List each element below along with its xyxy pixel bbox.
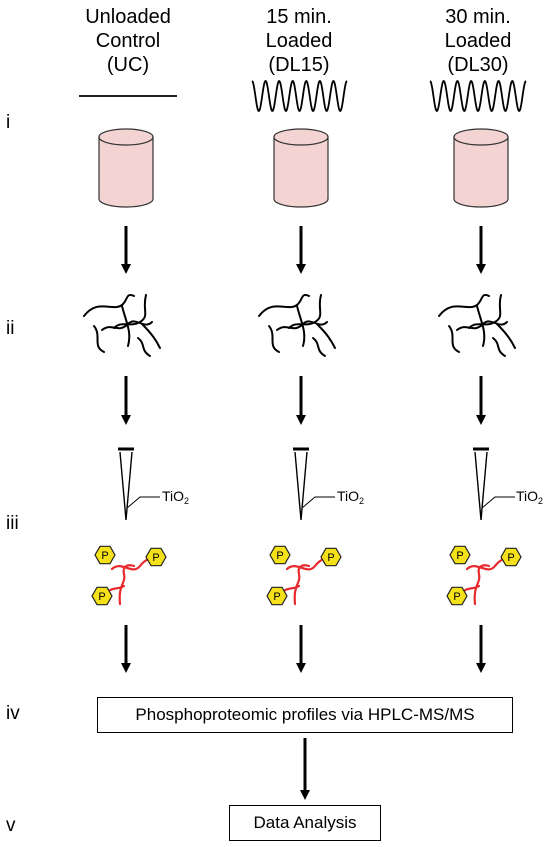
tip-pointer	[126, 496, 160, 509]
protein-strand	[476, 305, 486, 347]
pipette-tip	[473, 447, 515, 521]
title-line: (UC)	[106, 54, 150, 76]
tissue-cylinder	[273, 128, 329, 208]
phosphate-hexagon	[91, 586, 113, 606]
column-title-uc: Unloaded Control (UC)	[53, 5, 203, 77]
tissue-cylinder	[453, 128, 509, 208]
protein-strands	[258, 294, 336, 357]
cylinder-top	[453, 128, 509, 146]
phosphate-hexagon	[320, 547, 342, 567]
phosphate-hexagon	[266, 586, 288, 606]
sine-wave-signal	[251, 79, 348, 113]
protein-strand	[496, 323, 516, 349]
peptide-strand	[473, 564, 491, 606]
sine-wave-signal	[429, 79, 527, 113]
protein-strand	[492, 337, 506, 357]
title-line: (DL30)	[447, 54, 509, 76]
tissue-cylinder	[98, 128, 154, 208]
title-line: Loaded	[265, 30, 333, 52]
protein-strand	[316, 323, 336, 349]
title-line: 15 min.	[266, 6, 332, 28]
phosphate-label: P	[273, 591, 280, 603]
reagent-subscript: 2	[359, 496, 365, 506]
phosphate-label: P	[276, 550, 283, 562]
title-line: Unloaded	[85, 6, 171, 28]
phosphate-hexagon	[145, 547, 167, 567]
protein-strand	[141, 323, 161, 349]
tip-pointer	[301, 496, 335, 509]
step-label-ii: ii	[6, 318, 15, 339]
protein-strand	[121, 305, 131, 347]
reagent-label: TiO2	[162, 488, 189, 506]
reagent-label: TiO2	[337, 488, 364, 506]
phosphopeptides: P P P	[91, 545, 167, 606]
cylinder-top	[273, 128, 329, 146]
phosphopeptides: P P P	[266, 545, 342, 606]
phosphate-label: P	[98, 591, 105, 603]
cylinder-top	[98, 128, 154, 146]
pipette-tip	[293, 447, 335, 521]
protein-strands	[83, 294, 161, 357]
phosphate-label: P	[507, 552, 514, 564]
column-title-dl30: 30 min. Loaded (DL30)	[403, 5, 553, 77]
reagent-text: TiO	[337, 488, 360, 504]
cylinder-body	[98, 136, 154, 208]
profiles-box: Phosphoproteomic profiles via HPLC-MS/MS	[97, 697, 513, 733]
protein-strand	[258, 294, 310, 317]
phosphate-hexagon	[269, 545, 291, 565]
step-label-iii: iii	[6, 513, 19, 534]
reagent-text: TiO	[516, 488, 539, 504]
peptide-strand	[293, 564, 311, 606]
phosphate-hexagon	[500, 547, 522, 567]
tip-body	[119, 451, 133, 521]
protein-strand	[93, 325, 105, 353]
tip-body	[474, 451, 488, 521]
protein-strand	[268, 325, 280, 353]
step-label-v: v	[6, 815, 16, 836]
peptide-strand	[118, 564, 136, 606]
phosphate-label: P	[327, 552, 334, 564]
reagent-text: TiO	[162, 488, 185, 504]
phosphate-label: P	[152, 552, 159, 564]
protein-strand	[312, 337, 326, 357]
tip-pointer	[481, 496, 515, 509]
phosphopeptides: P P P	[446, 545, 522, 606]
phosphate-label: P	[453, 591, 460, 603]
protein-strand	[438, 294, 490, 317]
column-title-dl15: 15 min. Loaded (DL15)	[224, 5, 374, 77]
protein-strand	[83, 294, 135, 317]
analysis-box: Data Analysis	[229, 805, 381, 841]
protein-strand	[448, 325, 460, 353]
phosphate-hexagon	[449, 545, 471, 565]
title-line: 30 min.	[445, 6, 511, 28]
step-label-i: i	[6, 112, 11, 133]
phosphate-hexagon	[94, 545, 116, 565]
cylinder-body	[273, 136, 329, 208]
pipette-tip	[118, 447, 160, 521]
phosphate-hexagon	[446, 586, 468, 606]
step-label-iv: iv	[6, 703, 20, 724]
protein-strand	[296, 305, 306, 347]
protein-strands	[438, 294, 516, 357]
reagent-subscript: 2	[538, 496, 544, 506]
reagent-subscript: 2	[184, 496, 190, 506]
phosphate-label: P	[101, 550, 108, 562]
protein-strand	[137, 337, 151, 357]
phosphate-label: P	[456, 550, 463, 562]
title-line: (DL15)	[268, 54, 330, 76]
title-line: Control	[95, 30, 161, 52]
reagent-label: TiO2	[516, 488, 543, 506]
tip-body	[294, 451, 308, 521]
title-line: Loaded	[444, 30, 512, 52]
cylinder-body	[453, 136, 509, 208]
